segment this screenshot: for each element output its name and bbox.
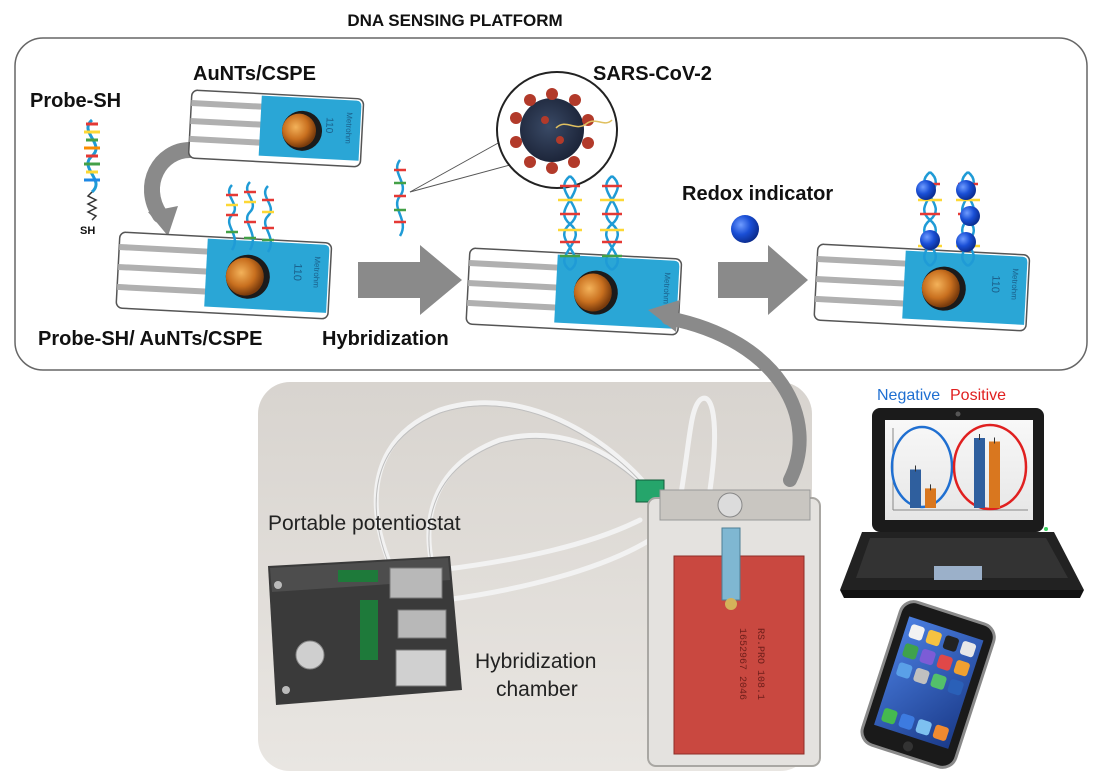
smartphone [860,600,996,769]
zoom-line-1 [409,141,501,193]
laptop [840,408,1084,598]
laptop-bar-positive-1 [989,441,1000,508]
electrode-hybridized: Metrohm [465,247,683,336]
hybridization-chamber-device: RS.PRO 108.1 1652967 2046 [647,489,821,767]
label-portable-potentiostat: Portable potentiostat [268,512,461,535]
electrode-brand: Metrohm [343,112,354,144]
laptop-bar-positive-0 [974,438,985,508]
label-aunts-cspe: AuNTs/CSPE [193,63,316,85]
arrow-to-hybridization [358,245,462,315]
label-negative: Negative [877,387,940,404]
chamber-text-2: 1652967 2046 [736,628,747,700]
electrode4-brand: Metrohm [1009,268,1020,300]
label-hybridization: Hybridization [322,328,449,350]
electrode2-brand: Metrohm [311,256,322,288]
negative-ellipse [890,425,954,509]
electrode-model: 110 [323,117,335,134]
cables-shadow [375,405,661,604]
laptop-bar-negative-0 [910,469,921,508]
immobilized-probes [226,181,274,253]
label-positive: Positive [950,387,1006,404]
platform-frame [14,37,1088,371]
zoom-line-2 [409,164,511,193]
label-sars-cov-2: SARS-CoV-2 [593,63,712,85]
chamber-text-1: RS.PRO 108.1 [754,628,765,700]
laptop-bar-negative-1 [925,488,936,508]
label-hybridization-chamber-line1: Hybridization [475,650,596,673]
redox-indicator-ball [731,215,759,243]
phone-app-icons [881,624,977,741]
probe-strand [84,118,100,221]
label-probe-sh: Probe-SH [30,90,121,112]
figure-title: DNA SENSING PLATFORM [347,11,562,30]
electrode2-model: 110 [291,263,304,281]
electrode4-model: 110 [989,275,1002,293]
label-probe-sh-aunts-cspe: Probe-SH/ AuNTs/CSPE [38,328,262,350]
electrode3-brand: Metrohm [661,272,672,304]
laptop-chart [890,423,1028,511]
electrode-aunts-cspe: Metrohm 110 [187,89,365,168]
chamber-arrow-head [648,300,680,332]
double-helices-hybridized [558,175,624,272]
portable-potentiostat-device [268,556,462,705]
sars-cov-2-virus [496,71,618,189]
label-redox-indicator: Redox indicator [682,183,833,205]
curved-arrow-head [148,206,178,236]
chamber-to-hybridization-arrow [661,311,807,487]
label-sh: SH [80,225,95,237]
positive-ellipse [952,423,1028,511]
label-hybridization-chamber-line2: chamber [496,678,578,701]
arrow-to-redox [718,245,808,315]
electrode-probe-sh-aunts-cspe: Metrohm 110 [115,231,333,320]
curved-arrow [143,142,198,223]
target-strand [394,159,406,237]
electrode-redox: Metrohm 110 [813,243,1031,332]
redox-balls-bound [916,180,980,252]
